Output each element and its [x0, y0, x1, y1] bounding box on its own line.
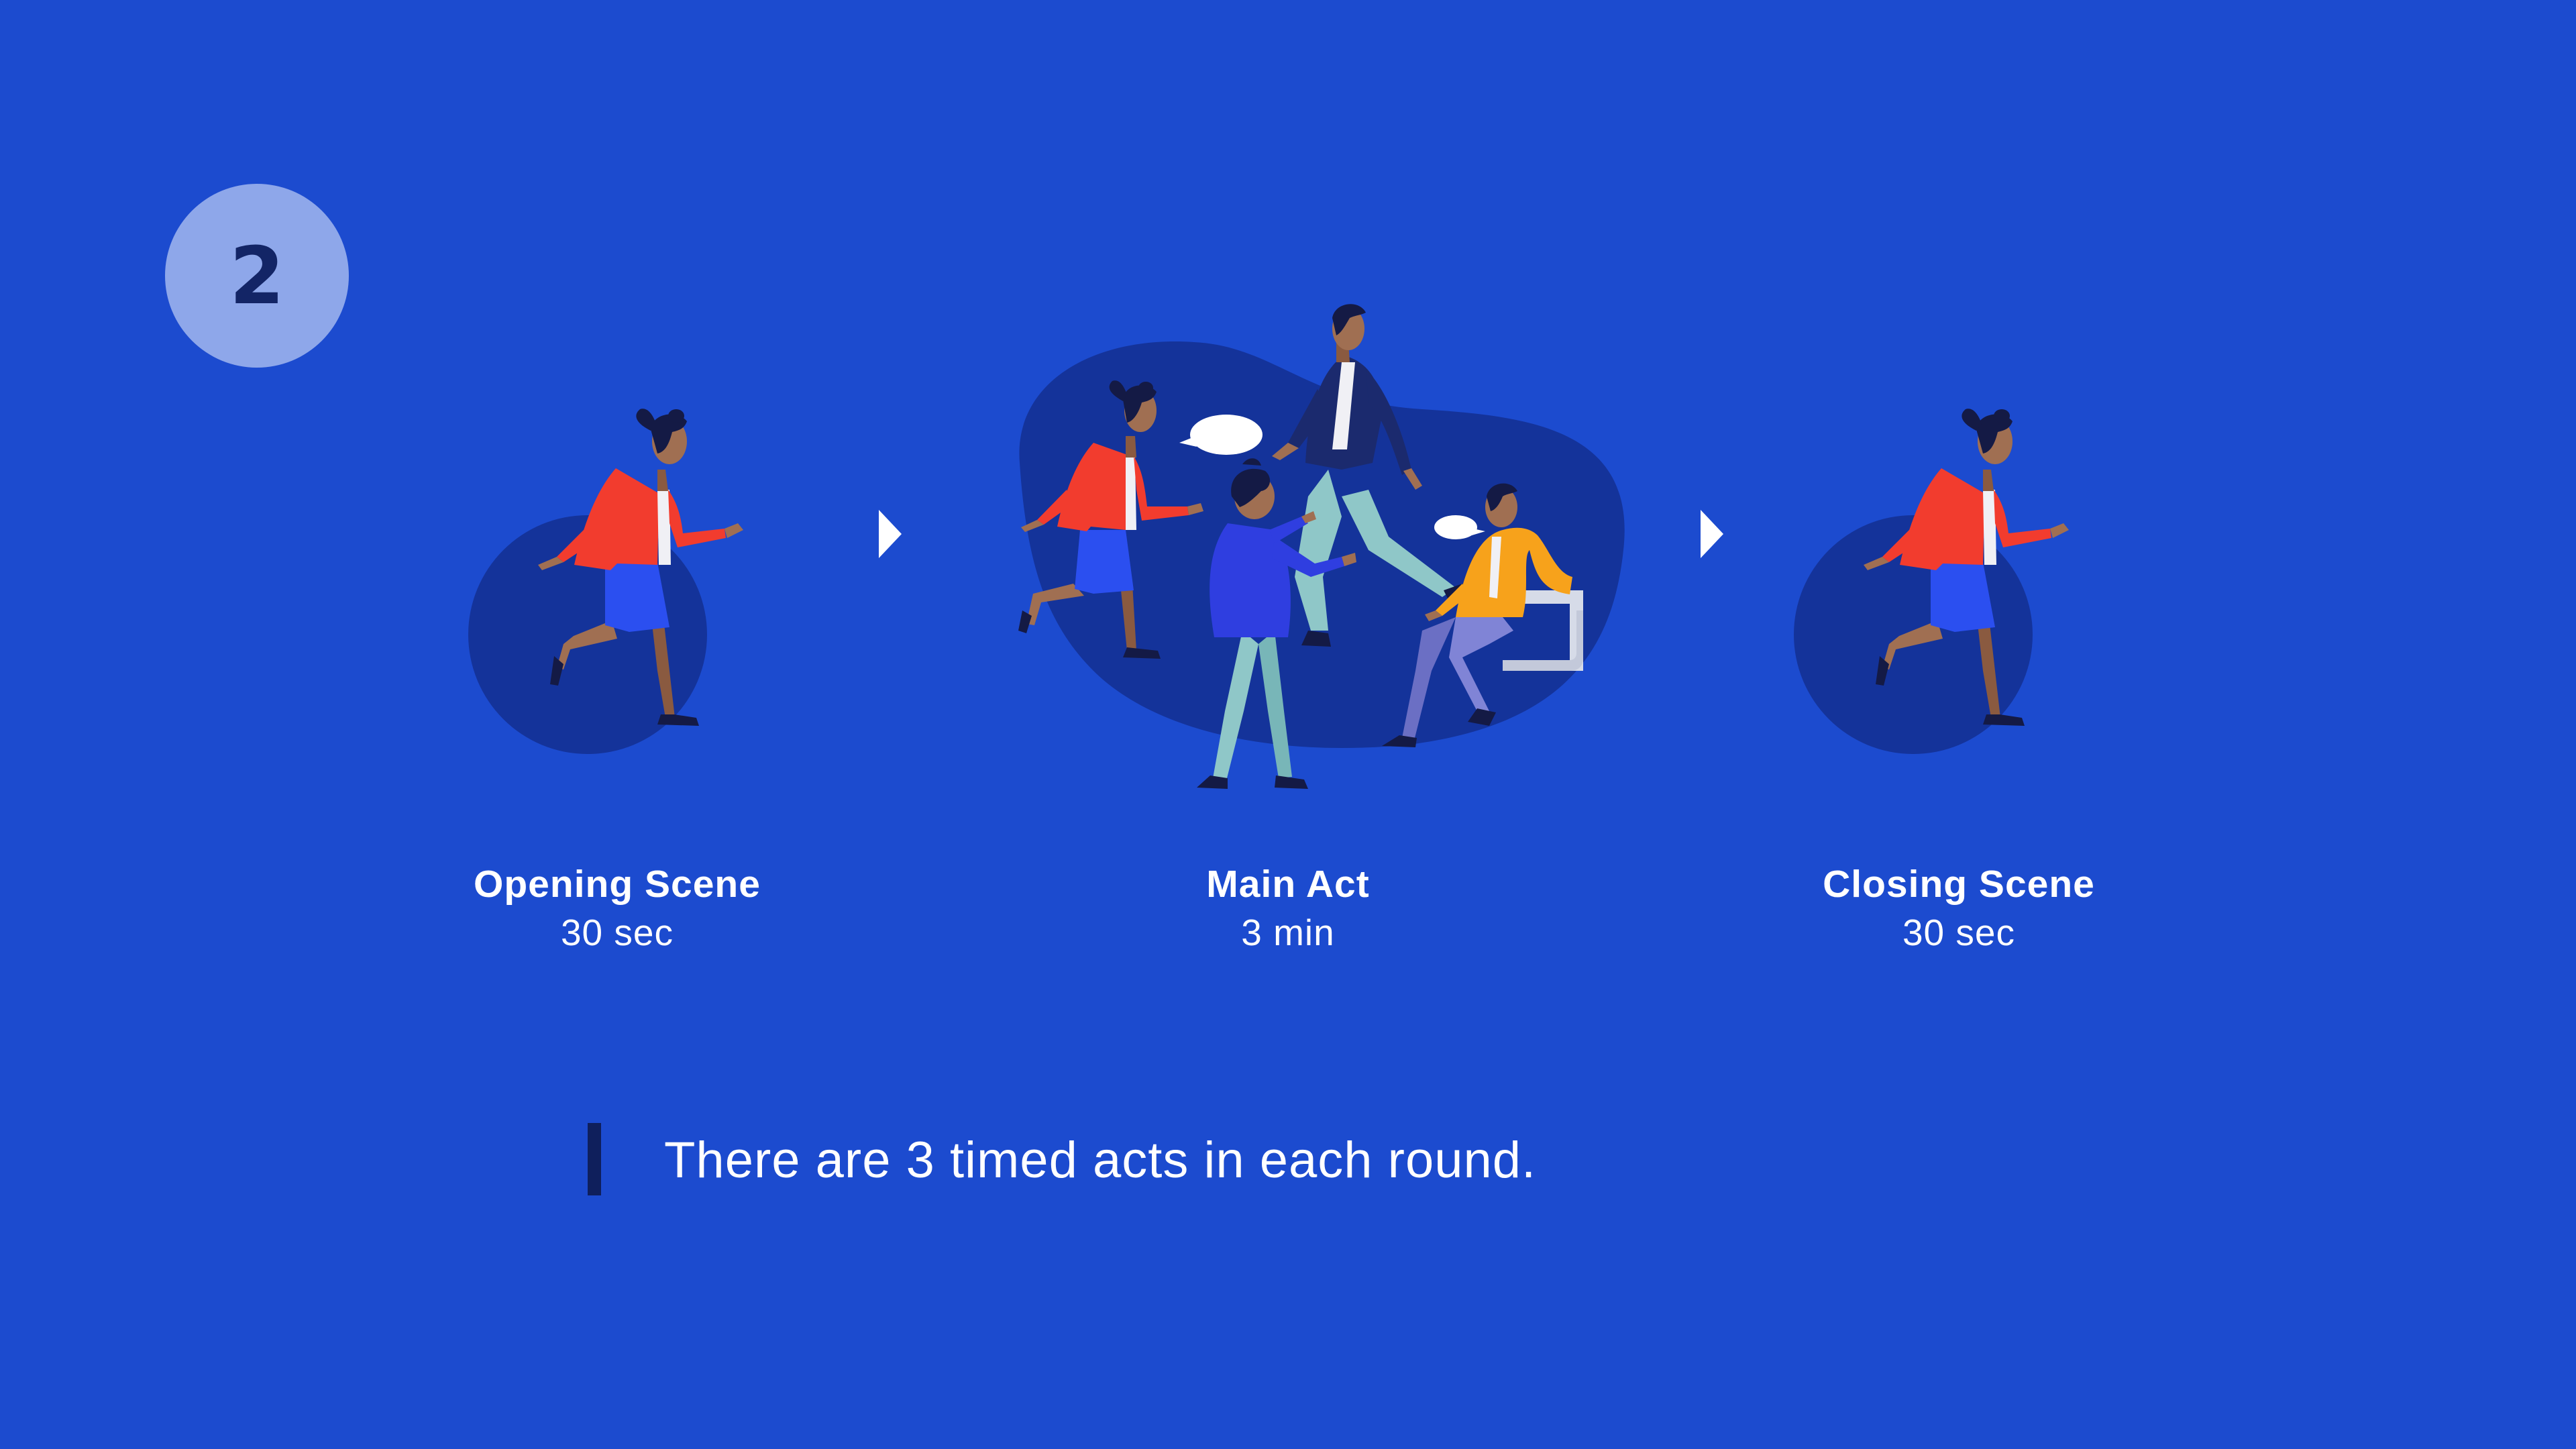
act-duration: 3 min	[1241, 912, 1335, 953]
step-number-badge: 2	[165, 184, 349, 368]
act-main-act: Main Act 3 min	[1053, 860, 1523, 957]
main-act-illustration	[1018, 304, 1625, 789]
note-text: There are 3 timed acts in each round.	[664, 1132, 1537, 1189]
act-title: Opening Scene	[474, 863, 761, 906]
arrow-right-icon	[1701, 510, 1723, 558]
act-duration: 30 sec	[560, 912, 674, 953]
quote-accent-bar	[588, 1123, 601, 1195]
act-closing-scene: Closing Scene 30 sec	[1724, 860, 2194, 957]
closing-scene-illustration	[1794, 409, 2069, 754]
step-number: 2	[229, 229, 285, 322]
act-opening-scene: Opening Scene 30 sec	[382, 860, 852, 957]
opening-scene-illustration	[468, 409, 743, 754]
act-title: Main Act	[1206, 863, 1370, 906]
act-duration: 30 sec	[1902, 912, 2016, 953]
arrow-right-icon	[879, 510, 902, 558]
act-title: Closing Scene	[1823, 863, 2095, 906]
